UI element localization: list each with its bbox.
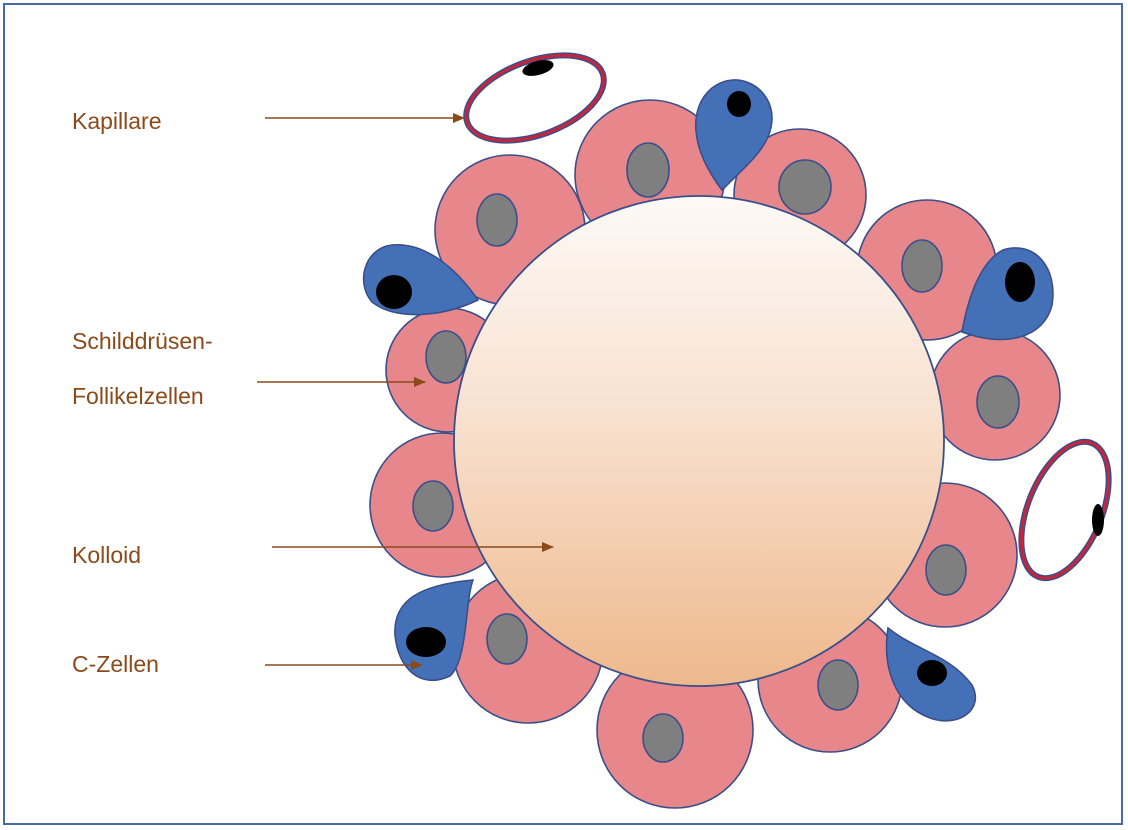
colloid	[454, 196, 944, 686]
follicle-cell-nucleus	[627, 143, 669, 197]
c-cell-nucleus	[727, 91, 751, 117]
capillary-nucleus	[1092, 504, 1104, 536]
follicle-cell-nucleus	[413, 481, 453, 531]
c-cell-nucleus	[376, 275, 412, 309]
follicle-cell-nucleus	[818, 660, 858, 710]
follicle-cell-nucleus	[902, 240, 942, 292]
label-follikelzellen-line2: Follikelzellen	[72, 383, 204, 410]
label-kapillare: Kapillare	[72, 108, 162, 135]
follicle-cell-nucleus	[779, 160, 831, 214]
c-cell-nucleus	[406, 627, 446, 657]
follicle-cell-nucleus	[426, 331, 466, 383]
label-c-zellen: C-Zellen	[72, 651, 159, 678]
follicle-cell-nucleus	[477, 194, 517, 246]
follicle-cell-nucleus	[487, 614, 527, 664]
label-follikelzellen-line1: Schilddrüsen-	[72, 328, 213, 355]
label-kolloid: Kolloid	[72, 542, 141, 569]
follicle-cell-nucleus	[926, 545, 966, 595]
c-cell-nucleus	[917, 660, 947, 686]
follicle-cell-nucleus	[643, 714, 683, 762]
follicle-cell-nucleus	[977, 376, 1019, 428]
c-cell-nucleus	[1005, 262, 1035, 302]
